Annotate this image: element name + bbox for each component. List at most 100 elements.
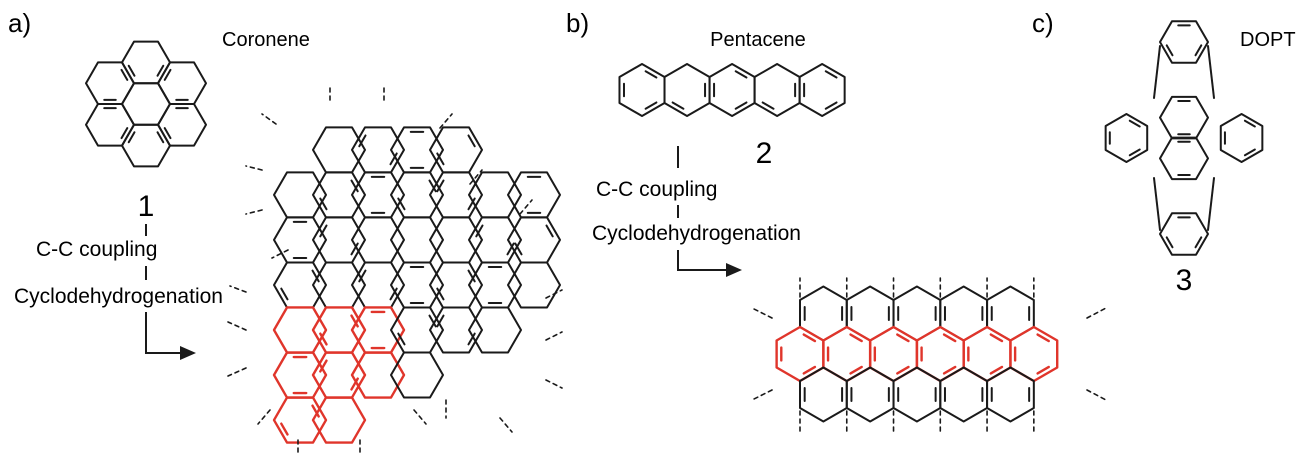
highlighted-coronene-ring-outline bbox=[272, 306, 328, 354]
highlighted-coronene-ring-double-bond bbox=[350, 314, 359, 328]
graphene-ring-a-outline bbox=[390, 261, 444, 309]
highlighted-pentacene-ring-double-bond bbox=[942, 365, 957, 375]
dopt-benzo-ring bbox=[1219, 113, 1264, 163]
highlighted-coronene-ring bbox=[311, 396, 367, 444]
panel-b-label: b) bbox=[566, 8, 589, 38]
graphene-nanoribbon-b bbox=[751, 277, 1107, 433]
coronene-ring-double-bond bbox=[127, 131, 136, 144]
coronene-ring bbox=[121, 40, 171, 85]
dopt-molecule bbox=[1104, 20, 1264, 256]
dangling-bond-b bbox=[751, 307, 773, 319]
graphene-ring-a-outline bbox=[429, 216, 483, 264]
dangling-bond-a bbox=[227, 321, 247, 331]
graphene-ring-a bbox=[273, 171, 327, 219]
graphene-ring-a bbox=[429, 126, 483, 174]
dangling-bond-a bbox=[545, 331, 563, 341]
coronene-core-ring-outline bbox=[121, 82, 171, 126]
arrow-b-head bbox=[726, 263, 742, 277]
compound-2-number: 2 bbox=[756, 137, 773, 170]
graphene-ring-a bbox=[390, 126, 444, 174]
graphene-ring-a-outline bbox=[351, 171, 405, 219]
graphene-ring-a-double-bond bbox=[467, 269, 476, 283]
graphene-ring-a bbox=[507, 171, 561, 219]
reaction-arrow-a: C-C coupling Cyclodehydrogenation bbox=[14, 224, 223, 360]
highlighted-coronene-ring bbox=[350, 306, 406, 354]
reaction-arrow-b: C-C coupling Cyclodehydrogenation bbox=[592, 146, 801, 277]
graphene-ring-a-outline bbox=[390, 171, 444, 219]
pentacene-ring-double-bond bbox=[761, 101, 775, 110]
graphene-ring-a-outline bbox=[390, 216, 444, 264]
graphene-ring-a bbox=[312, 126, 366, 174]
dopt-benzo-ring-double-bond bbox=[1128, 148, 1141, 157]
graphene-ring-a-double-bond bbox=[397, 197, 406, 211]
graphene-ring-a-outline bbox=[273, 171, 327, 219]
highlighted-pentacene-ring-double-bond bbox=[1036, 333, 1050, 343]
step-b-cyclodehydrogenation: Cyclodehydrogenation bbox=[592, 222, 801, 245]
graphene-ring-a-double-bond bbox=[319, 197, 328, 211]
graphene-ring-a-outline bbox=[351, 261, 405, 309]
dangling-bond-a bbox=[227, 367, 247, 377]
dopt-core-ring bbox=[1159, 136, 1209, 181]
highlighted-coronene-ring bbox=[272, 396, 328, 444]
highlighted-coronene-ring bbox=[311, 306, 367, 354]
graphene-ring-a-double-bond bbox=[506, 242, 515, 256]
panel-c: c) DOPT 3 bbox=[1032, 8, 1296, 297]
dopt-outer-ring bbox=[1159, 20, 1209, 64]
highlighted-pentacene-ring-outline bbox=[822, 325, 872, 383]
graphene-ring-a-double-bond bbox=[428, 179, 437, 193]
graphene-ring-a-double-bond bbox=[514, 242, 523, 256]
dopt-outer-ring bbox=[1159, 212, 1209, 256]
graphene-ring-a-double-bond bbox=[358, 134, 367, 148]
pentacene-ring-double-bond bbox=[734, 70, 748, 79]
pentacene-name: Pentacene bbox=[710, 29, 806, 51]
pentacene-ring-double-bond bbox=[644, 101, 658, 110]
graphene-ring-a-outline bbox=[429, 261, 483, 309]
graphene-ring-a-outline bbox=[312, 261, 366, 309]
graphene-ring-a bbox=[351, 171, 405, 219]
graphene-ring-a-double-bond bbox=[436, 152, 445, 166]
highlighted-pentacene-ring-outline bbox=[868, 325, 919, 383]
coronene-molecule bbox=[85, 40, 207, 168]
dangling-bond-b bbox=[751, 389, 773, 401]
pentacene-ring bbox=[708, 63, 756, 117]
coronene-ring bbox=[85, 61, 135, 105]
graphene-ring-a-outline bbox=[507, 261, 561, 309]
graphene-ring-a-double-bond bbox=[280, 287, 289, 301]
highlighted-pentacene-ring bbox=[1009, 325, 1059, 383]
coronene-ring-outline bbox=[121, 40, 171, 85]
dopt-core-ring bbox=[1159, 95, 1209, 140]
highlighted-coronene-ring-double-bond bbox=[350, 377, 359, 391]
graphene-ring-a bbox=[507, 261, 561, 309]
graphene-ring-a-outline bbox=[507, 216, 561, 264]
highlighted-coronene-ring-double-bond bbox=[319, 332, 328, 346]
graphene-ring-a bbox=[507, 216, 561, 264]
highlighted-coronene-ring-outline bbox=[311, 396, 367, 444]
highlighted-coronene-ring-outline bbox=[311, 306, 367, 354]
coronene-ring-double-bond bbox=[120, 127, 129, 140]
graphene-ring-a-double-bond bbox=[436, 179, 445, 193]
dopt-outer-ring-outline bbox=[1159, 20, 1209, 64]
dopt-outer-ring-double-bond bbox=[1165, 44, 1174, 57]
graphene-ring-a bbox=[351, 216, 405, 264]
graphene-ring-a-outline bbox=[468, 306, 522, 354]
step-a-coupling: C-C coupling bbox=[36, 238, 157, 261]
graphene-ring-a bbox=[429, 306, 483, 354]
highlighted-coronene-ring-double-bond bbox=[311, 404, 320, 418]
dopt-benzo-ring-outline bbox=[1219, 113, 1264, 163]
arrow-b-shaft bbox=[677, 250, 726, 271]
coronene-ring-double-bond bbox=[163, 127, 172, 140]
graphene-ring-a bbox=[312, 261, 366, 309]
dopt-benzo-ring-double-bond bbox=[1128, 119, 1141, 128]
graphene-ring-a-outline bbox=[507, 171, 561, 219]
dangling-bond-a bbox=[545, 379, 563, 389]
graphene-ring-a bbox=[429, 261, 483, 309]
panel-b: b) Pentacene 2 C-C coupling Cyclodehydro… bbox=[566, 8, 1107, 433]
highlighted-coronene-ring bbox=[311, 351, 367, 399]
graphene-ring-a bbox=[390, 306, 444, 354]
graphene-ring-a-double-bond bbox=[397, 332, 406, 346]
pentacene-ring-double-bond bbox=[824, 101, 838, 110]
highlighted-coronene-ring bbox=[272, 306, 328, 354]
graphene-ring-a-outline bbox=[351, 126, 405, 174]
graphene-ring-a-outline bbox=[273, 261, 327, 309]
dopt-outer-ring-outline bbox=[1159, 212, 1209, 256]
